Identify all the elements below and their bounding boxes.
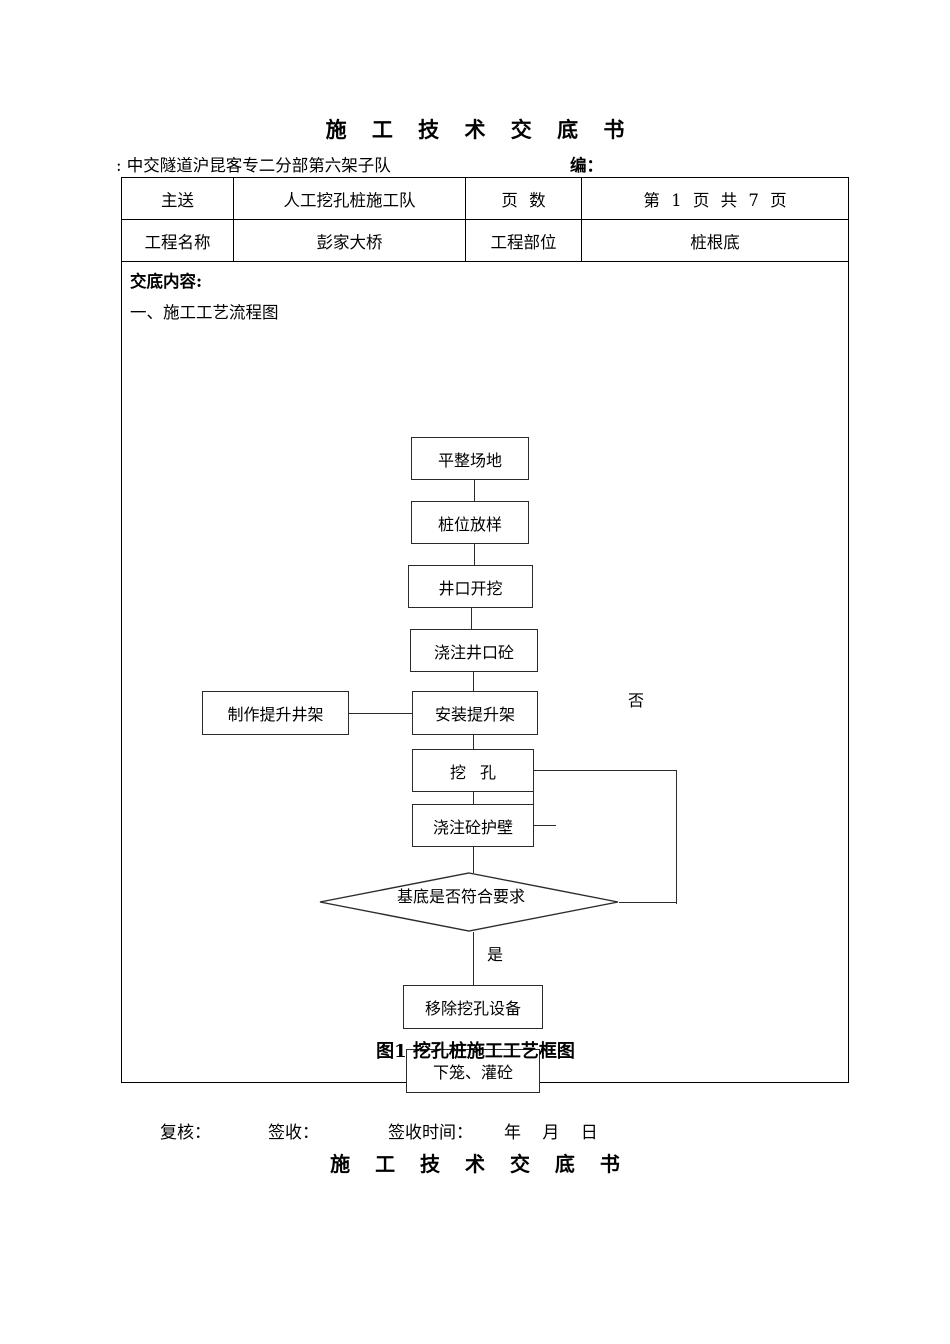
flow-node-pour-wellhead-concrete: 浇注井口砼 [410, 629, 538, 672]
section-heading: 一、施工工艺流程图 [130, 303, 279, 322]
cell-project-part-value: 桩根底 [581, 219, 849, 262]
flow-node-pour-retaining-wall: 浇注砼护壁 [412, 804, 534, 847]
connector-n1-n2 [474, 479, 476, 519]
connector-n3-n4 [471, 607, 473, 647]
flow-node-lower-cage-pour: 下笼、灌砼 [406, 1049, 540, 1093]
cell-project-name-value: 彭家大桥 [233, 219, 466, 262]
flow-node-wellhead-excavation: 井口开挖 [408, 565, 533, 608]
receipt-time-label: 签收时间： [388, 1123, 473, 1143]
flow-node-fabricate-hoist-frame: 制作提升井架 [202, 691, 349, 735]
connector-decision-n9 [473, 932, 475, 985]
receipt-label: 签收： [268, 1123, 319, 1143]
organization-text: : 中交隧道沪昆客专二分部第六架子队 [116, 156, 391, 175]
flow-node-label: 井口开挖 [438, 578, 503, 598]
flow-node-remove-equipment: 移除挖孔设备 [403, 985, 543, 1029]
loop-segment-branch-vertical [533, 770, 535, 826]
diamond-shape-icon [319, 872, 619, 932]
flow-node-label: 挖孔 [449, 762, 510, 782]
cell-pages-value: 第 1 页 共 7 页 [581, 177, 849, 220]
signature-row: 复核： 签收： 签收时间： 年 月 日 [120, 1118, 830, 1143]
flow-node-label: 浇注砼护壁 [432, 817, 513, 837]
table-row: 工程名称 彭家大桥 工程部位 桩根底 [121, 219, 849, 262]
main-info-table: 主送 人工挖孔桩施工队 页 数 第 1 页 共 7 页 工程名称 彭家大桥 工程… [121, 177, 849, 1093]
footer-title: 施 工 技 术 交 底 书 [330, 1152, 629, 1176]
flow-decision-base-meets-requirement: 基底是否符合要求 [319, 872, 619, 932]
flow-label-no: 否 [628, 691, 645, 710]
header-subline: : 中交隧道沪昆客专二分部第六架子队 编： [116, 152, 831, 175]
flow-node-label: 制作提升井架 [227, 705, 324, 724]
cell-pages-label: 页 数 [465, 177, 582, 220]
flow-node-label: 浇注井口砼 [433, 642, 514, 662]
loop-segment-top-to-n7 [534, 770, 677, 772]
flow-node-label: 安装提升架 [434, 705, 515, 724]
flow-node-level-ground: 平整场地 [411, 437, 529, 480]
flow-node-label: 移除挖孔设备 [424, 999, 521, 1018]
flowchart: 平整场地 桩位放样 井口开挖 浇注井口砼 制作提升井架 安装 [122, 262, 829, 1093]
table-row: 交底内容: 一、施工工艺流程图 [121, 261, 849, 1093]
flow-node-label: 下笼、灌砼 [432, 1063, 513, 1082]
flow-decision-label: 基底是否符合要求 [397, 887, 526, 906]
connector-n5-n6 [349, 713, 412, 715]
cell-recipient-value: 人工挖孔桩施工队 [233, 177, 466, 220]
flow-node-install-hoist-frame: 安装提升架 [412, 691, 538, 735]
loop-segment-vertical-outer [676, 770, 678, 904]
figure-caption: 图1 挖孔桩施工工艺框图 [376, 1041, 575, 1062]
table-row: 主送 人工挖孔桩施工队 页 数 第 1 页 共 7 页 [121, 177, 849, 220]
flow-node-pile-setout: 桩位放样 [411, 501, 529, 544]
cell-recipient-label: 主送 [121, 177, 234, 220]
document-title: 施 工 技 术 交 底 书 [325, 117, 634, 142]
flow-node-dig-hole: 挖孔 [412, 749, 534, 792]
content-heading: 交底内容: [130, 272, 203, 291]
flow-node-label: 平整场地 [437, 450, 502, 470]
flow-label-yes: 是 [487, 945, 504, 964]
review-label: 复核： [160, 1123, 211, 1143]
loop-segment-from-decision [619, 902, 677, 904]
code-label: 编： [570, 156, 603, 175]
connector-n2-n3 [474, 543, 476, 583]
connector-n8-decision [473, 847, 475, 873]
date-units-label: 年 月 日 [504, 1123, 606, 1143]
cell-content-body: 交底内容: 一、施工工艺流程图 [121, 261, 849, 1093]
cell-project-name-label: 工程名称 [121, 219, 234, 262]
loop-segment-to-n8 [534, 825, 556, 827]
flow-node-label: 桩位放样 [437, 514, 502, 534]
cell-project-part-label: 工程部位 [465, 219, 582, 262]
